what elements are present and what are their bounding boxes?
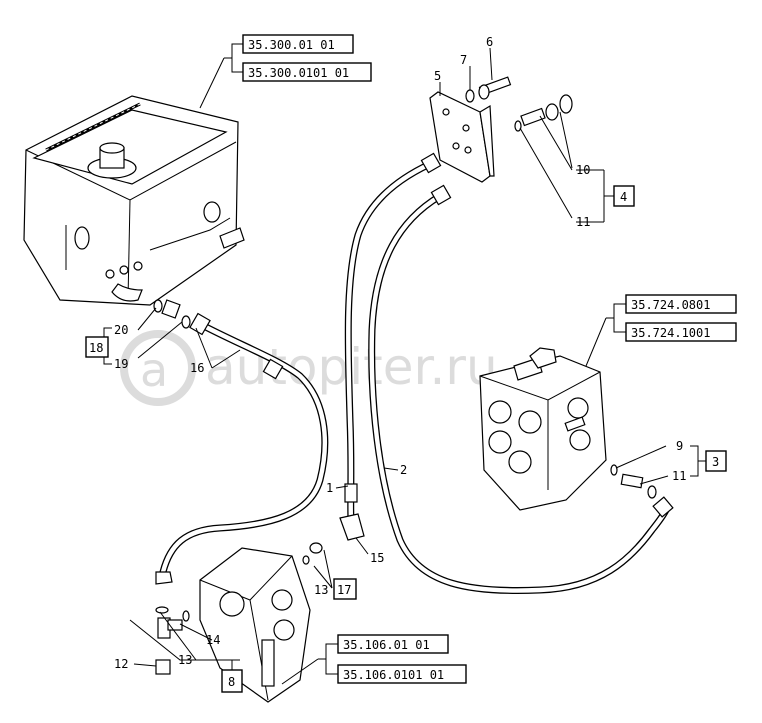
item-7: 7 <box>460 53 467 67</box>
leader-lines <box>103 43 706 685</box>
hoses <box>159 160 670 595</box>
ref-tank-b: 35.300.0101 01 <box>248 66 349 80</box>
mounting-bracket <box>429 91 495 183</box>
item-3: 3 <box>712 455 719 469</box>
item-18: 18 <box>89 341 103 355</box>
valve-fittings <box>610 464 657 499</box>
item-numbers: 1 2 5 6 7 9 10 11 11 12 13 13 14 15 16 1… <box>114 35 686 671</box>
item-10: 10 <box>576 163 590 177</box>
ref-box-pump-a <box>337 634 449 654</box>
item-17: 17 <box>337 583 351 597</box>
item-box-18 <box>85 336 109 358</box>
item-5: 5 <box>434 69 441 83</box>
bracket-hardware <box>465 76 573 132</box>
item-9: 9 <box>676 439 683 453</box>
item-20: 20 <box>114 323 128 337</box>
item-11-bracket: 11 <box>576 215 590 229</box>
hydraulic-tank <box>23 95 245 306</box>
item-box-8 <box>221 669 243 693</box>
item-13-tee: 13 <box>178 653 192 667</box>
item-box-3 <box>705 450 727 472</box>
ref-box-tank-a <box>242 34 354 54</box>
item-2: 2 <box>400 463 407 477</box>
control-valve <box>479 347 607 511</box>
item-8: 8 <box>228 675 235 689</box>
ref-pump-b: 35.106.0101 01 <box>343 668 444 682</box>
item-15: 15 <box>370 551 384 565</box>
ref-valve-a: 35.724.0801 <box>631 298 710 312</box>
tee-fitting <box>155 606 190 675</box>
ref-box-tank-b <box>242 62 372 82</box>
ref-valve-b: 35.724.1001 <box>631 326 710 340</box>
ref-box-valve-b <box>625 322 737 342</box>
item-13-pump: 13 <box>314 583 328 597</box>
item-19: 19 <box>114 357 128 371</box>
reference-boxes: 35.300.01 01 35.300.0101 01 35.724.0801 … <box>85 34 737 693</box>
item-14: 14 <box>206 633 220 647</box>
ref-pump-a: 35.106.01 01 <box>343 638 430 652</box>
hose-fittings <box>155 152 674 585</box>
ref-tank-a: 35.300.01 01 <box>248 38 335 52</box>
item-12: 12 <box>114 657 128 671</box>
item-16: 16 <box>190 361 204 375</box>
hydraulic-pump <box>199 542 323 703</box>
item-box-17 <box>333 578 357 600</box>
item-11-valve: 11 <box>672 469 686 483</box>
item-6: 6 <box>486 35 493 49</box>
item-4: 4 <box>620 190 627 204</box>
item-box-4 <box>613 185 635 207</box>
tank-outlet-fittings <box>153 299 191 329</box>
svg-text:a: a <box>140 343 168 397</box>
item-1: 1 <box>326 481 333 495</box>
ref-box-valve-a <box>625 294 737 314</box>
ref-box-pump-b <box>337 664 467 684</box>
